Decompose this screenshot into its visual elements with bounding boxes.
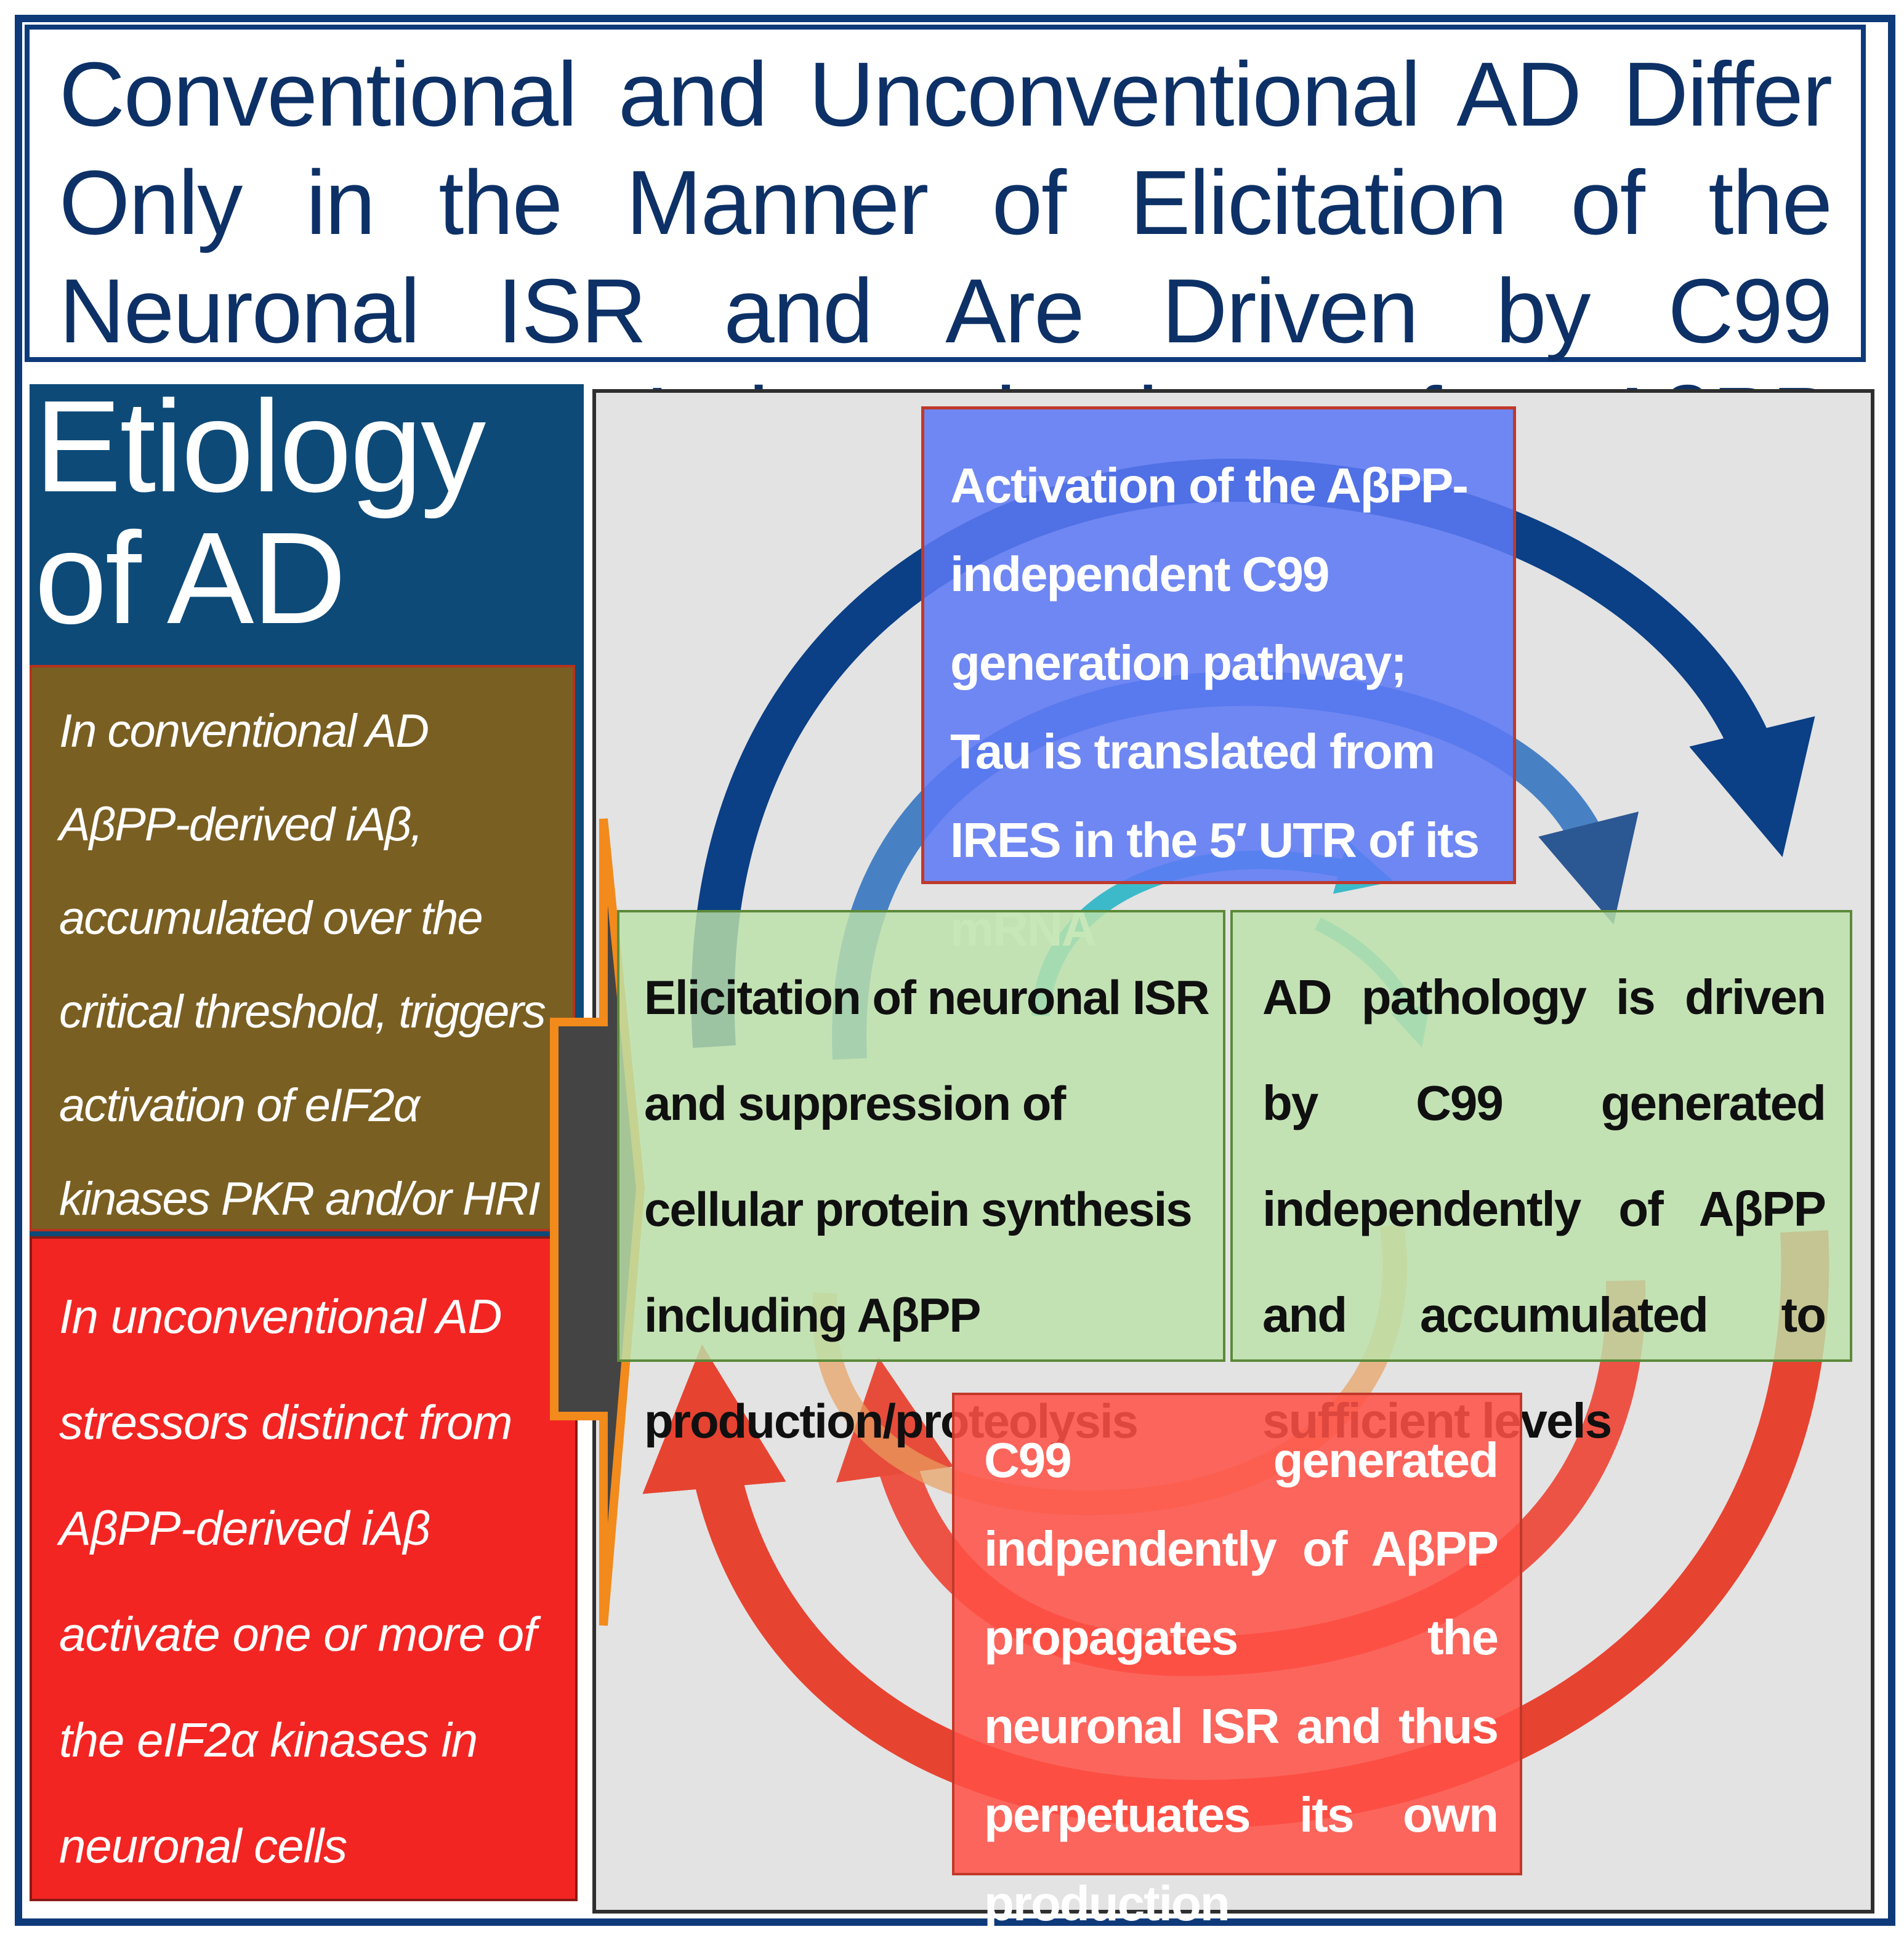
pathology-text: AD pathology is driven by C99 generated … <box>1262 970 1826 1448</box>
c99-propagation-box: C99 generated indpendently of AβPP propa… <box>952 1393 1522 1931</box>
ad-pathology-box: AD pathology is driven by C99 generated … <box>1230 910 1852 1448</box>
isr-text: Elicitation of neuronal ISR and suppress… <box>644 970 1210 1448</box>
etiology-heading: Etiology of AD <box>34 373 486 651</box>
isr-elicitation-box: Elicitation of neuronal ISR and suppress… <box>617 910 1225 1448</box>
c99-text: C99 generated indpendently of AβPP propa… <box>984 1433 1499 1931</box>
activation-text: Activation of the AβPP-independent C99 g… <box>950 458 1480 956</box>
activation-pathway-box: Activation of the AβPP-independent C99 g… <box>921 406 1516 956</box>
conventional-ad-text: In conventional AD AβPP-derived iAβ, acc… <box>59 705 546 1225</box>
unconventional-ad-box: In unconventional AD stressors distinct … <box>30 1236 578 1901</box>
unconventional-ad-text: In unconventional AD stressors distinct … <box>59 1289 537 1873</box>
conventional-ad-box: In conventional AD AβPP-derived iAβ, acc… <box>30 665 575 1231</box>
